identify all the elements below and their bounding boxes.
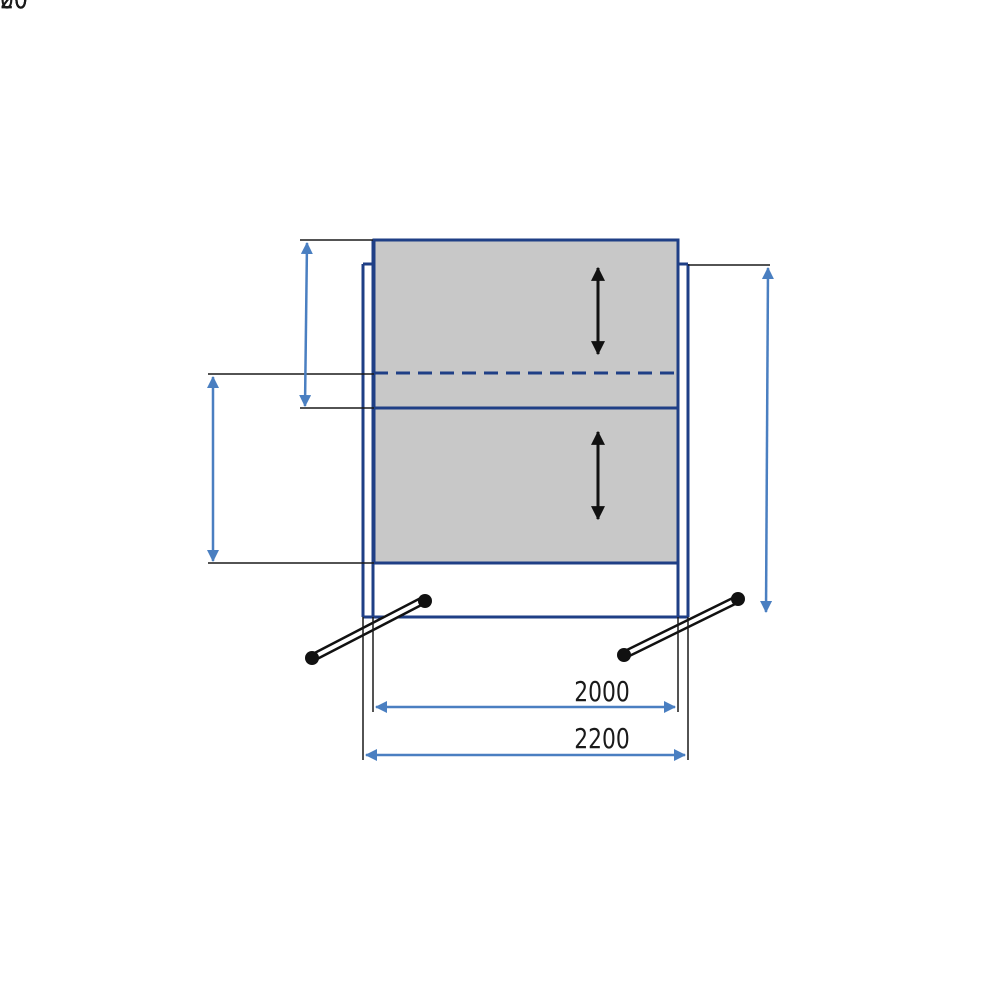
right-foot-rail-highlight <box>622 597 740 657</box>
caster-wheel-icon <box>731 592 745 606</box>
caster-wheel-icon <box>305 651 319 665</box>
dimension-lines <box>207 242 774 761</box>
dim-outer-width-label: 2200 <box>574 722 630 754</box>
left-foot-rail-highlight <box>310 598 426 660</box>
dim-total-height-label: 2600 <box>0 0 28 14</box>
dim-lower-panel-label: 1020 <box>0 0 28 14</box>
dim-upper-panel-label: 1020 <box>0 0 28 14</box>
lower-sliding-panel <box>372 406 680 565</box>
caster-wheel-icon <box>418 594 432 608</box>
extension-lines <box>208 239 770 760</box>
dim-upper-panel-line <box>299 242 313 407</box>
caster-wheel-icon <box>617 648 631 662</box>
left-caster-foot <box>305 594 432 665</box>
upper-sliding-panel <box>372 238 680 410</box>
dim-inner-width-label: 2000 <box>574 675 630 707</box>
right-caster-foot <box>617 592 745 662</box>
dim-total-height-line <box>760 267 774 613</box>
